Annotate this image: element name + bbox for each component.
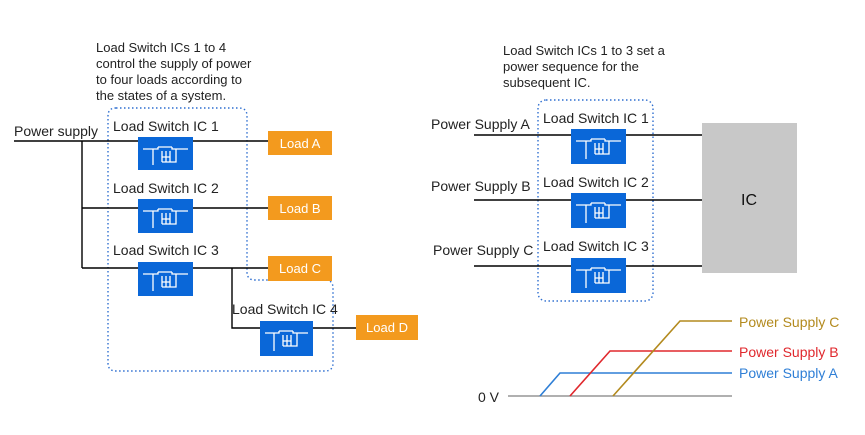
supply-a-waveform (539, 372, 732, 397)
mosfet-icon (143, 208, 188, 228)
supply-b-waveform (569, 350, 732, 397)
power-supply-b-label: Power Supply B (431, 178, 531, 194)
load-b: Load B (268, 196, 332, 220)
timing-diagram: 0 V Power Supply C Power Supply B Power … (478, 314, 839, 405)
mosfet-icon (265, 330, 308, 351)
supply-c-waveform (612, 320, 732, 397)
seq-switch-ic-1-label: Load Switch IC 1 (543, 110, 649, 126)
load-b-label: Load B (279, 201, 320, 216)
load-switch-ic-2: Load Switch IC 2 (113, 180, 219, 233)
mosfet-icon (143, 271, 188, 291)
load-a: Load A (268, 131, 332, 155)
load-switch-ic-1: Load Switch IC 1 (113, 118, 219, 170)
right-wiring (474, 134, 702, 267)
right-diagram: Load Switch ICs 1 to 3 set a power seque… (431, 43, 797, 302)
left-diagram: Load Switch ICs 1 to 4 control the suppl… (14, 40, 418, 372)
left-caption-line-3: to four loads according to (96, 72, 242, 87)
load-c-label: Load C (279, 261, 321, 276)
mosfet-icon (576, 267, 621, 288)
load-switch-ic-4: Load Switch IC 4 (232, 301, 338, 356)
power-supply-a-label: Power Supply A (431, 116, 530, 132)
load-switch-ic-2-label: Load Switch IC 2 (113, 180, 219, 196)
load-switch-ic-1-label: Load Switch IC 1 (113, 118, 219, 134)
left-caption-line-4: the states of a system. (96, 88, 226, 103)
legend-supply-b: Power Supply B (739, 344, 839, 360)
power-supply-c-label: Power Supply C (433, 242, 533, 258)
load-switch-ic-4-label: Load Switch IC 4 (232, 301, 338, 317)
subsequent-ic: IC (702, 123, 797, 273)
seq-switch-ic-2-label: Load Switch IC 2 (543, 174, 649, 190)
load-switch-ic-3: Load Switch IC 3 (113, 242, 219, 296)
load-d-label: Load D (366, 320, 408, 335)
seq-switch-ic-2: Load Switch IC 2 (543, 174, 649, 228)
mosfet-icon (143, 146, 188, 165)
mosfet-icon (576, 202, 621, 223)
load-c: Load C (268, 256, 332, 281)
seq-switch-ic-1: Load Switch IC 1 (543, 110, 649, 164)
right-caption-line-1: Load Switch ICs 1 to 3 set a (503, 43, 666, 58)
legend-supply-c: Power Supply C (739, 314, 839, 330)
right-caption-line-3: subsequent IC. (503, 75, 590, 90)
left-wiring (14, 140, 362, 329)
left-group-outline (107, 107, 334, 372)
seq-switch-ic-3: Load Switch IC 3 (543, 238, 649, 293)
zero-volt-label: 0 V (478, 389, 500, 405)
mosfet-icon (576, 138, 621, 159)
load-d: Load D (356, 315, 418, 340)
legend-supply-a: Power Supply A (739, 365, 838, 381)
left-caption-line-1: Load Switch ICs 1 to 4 (96, 40, 226, 55)
left-caption-line-2: control the supply of power (96, 56, 252, 71)
seq-switch-ic-3-label: Load Switch IC 3 (543, 238, 649, 254)
load-switch-ic-3-label: Load Switch IC 3 (113, 242, 219, 258)
power-supply-label: Power supply (14, 123, 98, 139)
subsequent-ic-label: IC (741, 192, 757, 209)
load-a-label: Load A (280, 136, 321, 151)
right-caption-line-2: power sequence for the (503, 59, 639, 74)
